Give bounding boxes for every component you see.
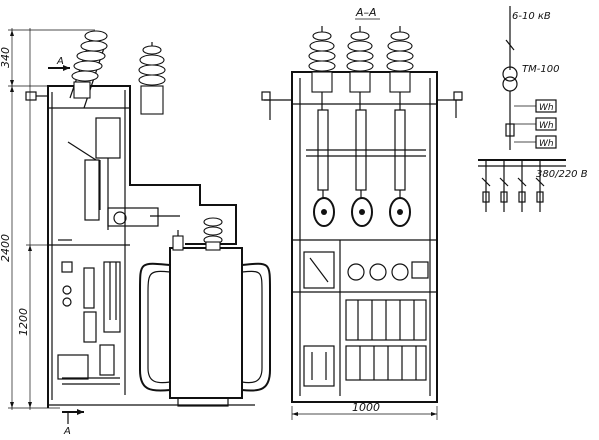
front-bushing-1 (308, 26, 336, 93)
front-width-dimension: 1000 (291, 401, 438, 420)
outgoing-feeders (481, 160, 545, 212)
front-cabinet (291, 71, 438, 403)
side-transformer (139, 217, 271, 407)
side-cabinet (25, 85, 255, 408)
dim-lower-label: 1200 (17, 308, 30, 336)
dim-top-label: 340 (0, 47, 12, 68)
front-width-label: 1000 (352, 401, 380, 414)
side-view: 340 2400 1200 A A (0, 28, 271, 437)
dim-total-label: 2400 (0, 234, 12, 262)
schematic: 6-10 кВ ТМ-100 Wh Wh Wh 380/220 В (478, 6, 588, 212)
meter-label-3: Wh (539, 139, 554, 149)
front-fuse-columns (306, 92, 426, 227)
side-bushing-2 (138, 42, 166, 115)
side-bushing-1 (69, 30, 108, 109)
front-bushing-3 (386, 26, 414, 93)
section-marks: A A (48, 56, 84, 437)
front-brackets (261, 91, 463, 120)
front-bushing-2 (346, 26, 374, 93)
section-mark-top: A (56, 56, 64, 67)
front-view: A–A (261, 6, 463, 420)
meter-boxes: Wh Wh Wh (514, 99, 557, 149)
meter-label-1: Wh (539, 103, 554, 113)
section-mark-bottom: A (63, 426, 71, 437)
hv-label: 6-10 кВ (512, 11, 551, 22)
lv-label: 380/220 В (536, 169, 588, 180)
meter-label-2: Wh (539, 121, 554, 131)
transformer-label: ТМ-100 (522, 64, 559, 75)
front-lv-panel (303, 251, 429, 387)
front-view-title: A–A (355, 6, 377, 19)
